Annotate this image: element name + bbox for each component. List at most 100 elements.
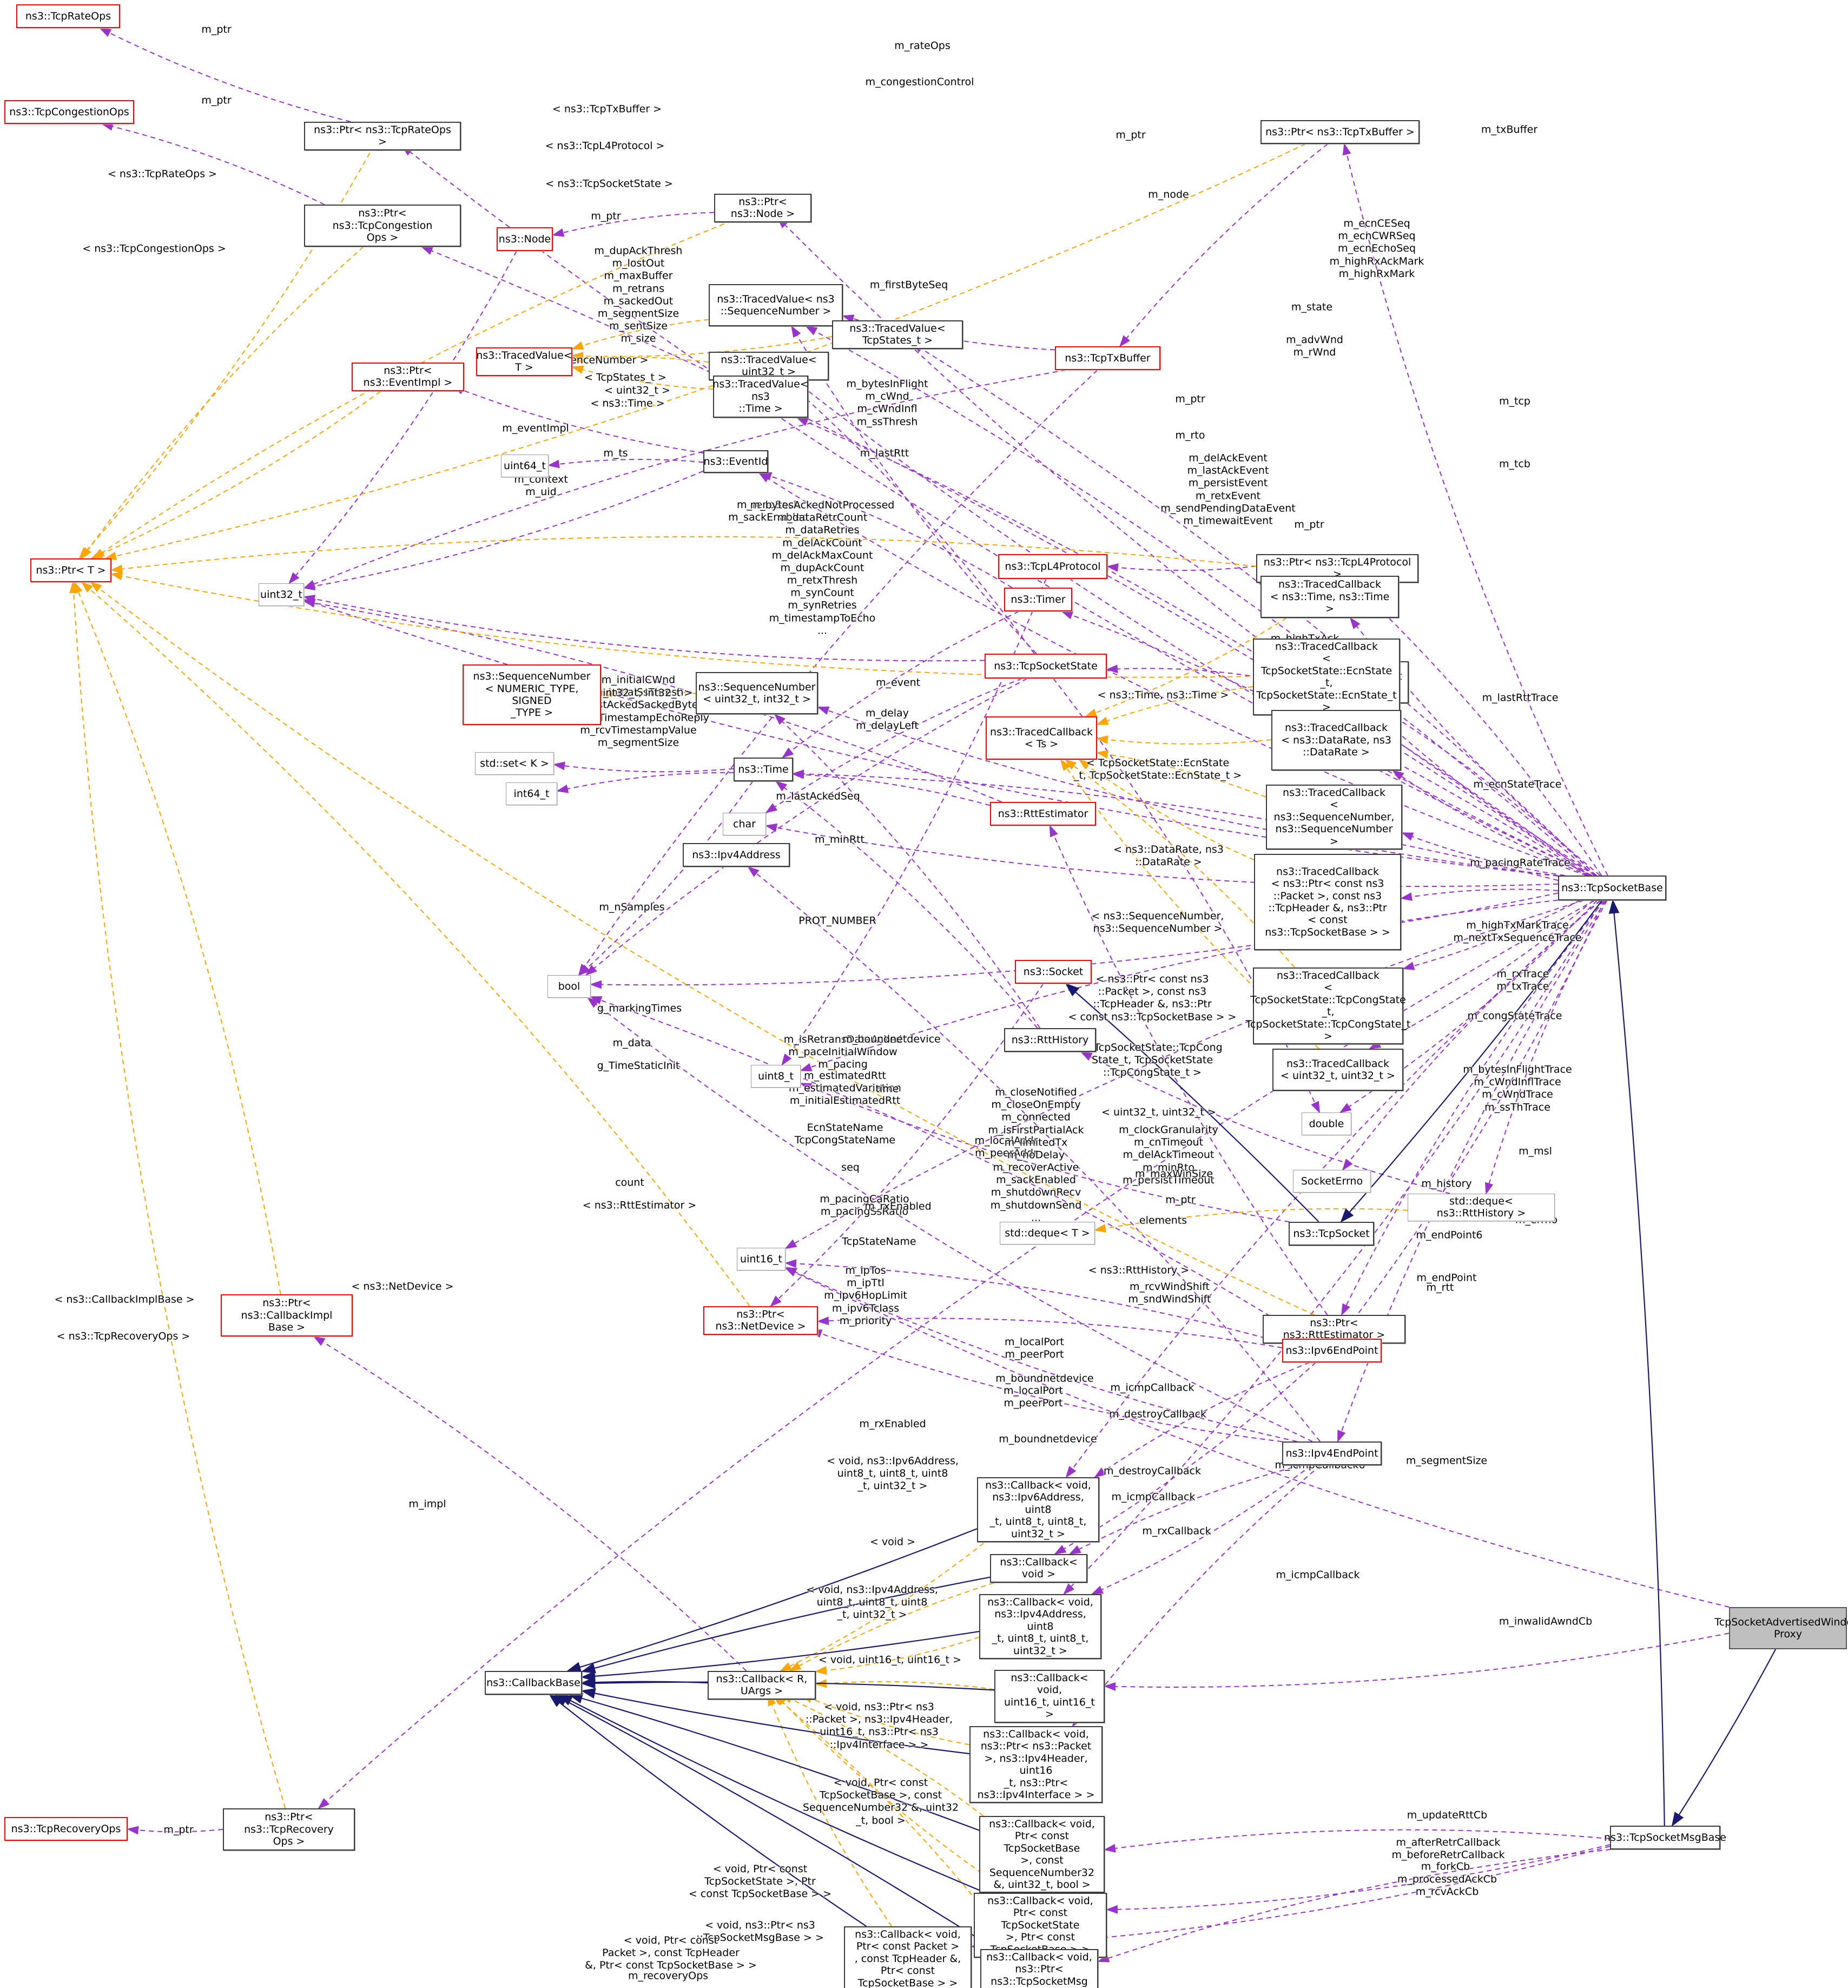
edge-label: < uint32_t, uint32_t > <box>1101 1106 1216 1118</box>
class-box-dbl[interactable]: double <box>1302 1113 1351 1135</box>
edge-label: < ns3::Ptr< const ns3 ::Packet >, const … <box>1068 973 1237 1023</box>
class-box-tv_states[interactable]: ns3::TracedValue< TcpStates_t > <box>832 320 963 349</box>
edge-label: < void, Ptr< const TcpSocketBase >, cons… <box>802 1776 959 1827</box>
class-box-tv_time[interactable]: ns3::TracedValue< ns3 ::Time > <box>712 376 809 418</box>
class-box-tcbk_u32[interactable]: ns3::TracedCallback < uint32_t, uint32_t… <box>1272 1049 1403 1091</box>
class-box-cb_void[interactable]: ns3::Callback< void > <box>990 1554 1087 1583</box>
class-box-cb_ipv6[interactable]: ns3::Callback< void, ns3::Ipv6Address, u… <box>977 1477 1099 1543</box>
class-box-tcpsocketbase[interactable]: ns3::TcpSocketBase <box>1558 875 1666 900</box>
edge-ptr_cbimpl-to-ptr_t <box>74 581 281 1295</box>
edge-label: m_ipTos m_ipTtl m_ipv6HopLimit m_ipv6Tcl… <box>824 1265 907 1327</box>
class-box-tcp_rate_ops[interactable]: ns3::TcpRateOps <box>16 4 120 28</box>
class-box-tcbk_time[interactable]: ns3::TracedCallback < ns3::Time, ns3::Ti… <box>1260 576 1399 618</box>
class-box-time[interactable]: ns3::Time <box>734 758 793 781</box>
class-box-cb_ipv4[interactable]: ns3::Callback< void, ns3::Ipv4Address, u… <box>979 1594 1101 1660</box>
class-box-u64[interactable]: uint64_t <box>501 455 549 477</box>
class-box-cb_msg[interactable]: ns3::Callback< void, ns3::Ptr< ns3::TcpS… <box>980 1949 1098 1988</box>
class-box-set_k[interactable]: std::set< K > <box>475 752 554 775</box>
class-box-tss[interactable]: ns3::TcpSocketState <box>985 654 1107 679</box>
class-box-cb_pkt_hdr[interactable]: ns3::Callback< void, Ptr< const Packet >… <box>844 1926 972 1988</box>
class-box-ipv4addr[interactable]: ns3::Ipv4Address <box>683 843 790 867</box>
edge-tcpsocket-to-u8 <box>800 1083 1290 1222</box>
class-box-i64[interactable]: int64_t <box>506 782 557 805</box>
edge-ipv4ep-to-cb_pkt_ipv4 <box>1072 1465 1321 1727</box>
class-box-seqnum_u32[interactable]: ns3::SequenceNumber < uint32_t, int32_t … <box>696 672 818 714</box>
class-box-ptr_netdev[interactable]: ns3::Ptr< ns3::NetDevice > <box>703 1306 818 1335</box>
class-box-char[interactable]: char <box>723 813 766 835</box>
edge-tcpsocketbase-to-ptr_txbuf <box>1342 143 1608 876</box>
class-box-tcbk_pkt[interactable]: ns3::TracedCallback < ns3::Ptr< const ns… <box>1254 854 1401 950</box>
edge-label: m_boundnetdevice <box>999 1433 1097 1445</box>
class-box-tsawp[interactable]: TcpSocketAdvertisedWindow Proxy <box>1714 1607 1848 1649</box>
class-box-tcp_recovery_ops[interactable]: ns3::TcpRecoveryOps <box>4 1817 128 1841</box>
edge-label: < TcpStates_t > <box>584 371 666 384</box>
edge-tcpsocketbase-to-tcbk_u32 <box>1369 900 1594 1049</box>
class-box-rtte[interactable]: ns3::RttEstimator <box>990 802 1096 826</box>
class-box-tcp_congestion_ops[interactable]: ns3::TcpCongestionOps <box>4 100 134 124</box>
class-box-ptr_t[interactable]: ns3::Ptr< T > <box>30 558 111 582</box>
edge-label: m_impl <box>408 1498 446 1510</box>
edge-label: m_ptr <box>163 1824 194 1836</box>
class-box-ptr_cbimpl[interactable]: ns3::Ptr< ns3::CallbackImpl Base > <box>221 1294 353 1337</box>
edge-label: TcpStateName <box>842 1235 916 1248</box>
class-box-eventid[interactable]: ns3::EventId <box>703 450 768 473</box>
edge-tcpsocketbase-to-ptr_l4 <box>1347 577 1602 876</box>
class-box-ptr_rate[interactable]: ns3::Ptr< ns3::TcpRateOps > <box>304 122 461 150</box>
class-box-sockerrno[interactable]: SocketErrno <box>1293 1170 1371 1193</box>
edge-label: PROT_NUMBER <box>798 914 876 927</box>
class-box-deque_rtth[interactable]: std::deque< ns3::RttHistory > <box>1408 1194 1555 1221</box>
class-box-cbbase[interactable]: ns3::CallbackBase <box>485 1671 582 1695</box>
class-box-ipv4ep[interactable]: ns3::Ipv4EndPoint <box>1282 1441 1382 1465</box>
edge-label: m_maxWinSize <box>1134 1168 1213 1180</box>
class-box-tcb_ts[interactable]: ns3::TracedCallback < Ts > <box>986 716 1097 760</box>
edge-ptr_netdev-to-ptr_t <box>81 581 750 1307</box>
edge-label: < void, ns3::Ipv4Address, uint8_t, uint8… <box>806 1584 938 1621</box>
class-box-ptr_eventimpl[interactable]: ns3::Ptr< ns3::EventImpl > <box>352 363 464 391</box>
class-box-u32[interactable]: uint32_t <box>259 583 304 606</box>
class-box-tcpl4[interactable]: ns3::TcpL4Protocol <box>998 554 1107 579</box>
class-box-cb_state[interactable]: ns3::Callback< void, Ptr< const TcpSocke… <box>974 1893 1107 1958</box>
class-box-cb_sack[interactable]: ns3::Callback< void, Ptr< const TcpSocke… <box>979 1816 1105 1893</box>
class-box-ptr_txbuf[interactable]: ns3::Ptr< ns3::TcpTxBuffer > <box>1260 120 1420 144</box>
class-box-u16[interactable]: uint16_t <box>737 1248 786 1271</box>
edge-label: m_closeNotified m_closeOnEmpty m_connect… <box>988 1086 1084 1224</box>
edge-label: m_rtt <box>1426 1281 1454 1294</box>
class-box-bool[interactable]: bool <box>547 975 591 998</box>
class-box-tcbk_ecn[interactable]: ns3::TracedCallback < TcpSocketState::Ec… <box>1253 638 1400 716</box>
class-box-ptr_recovery[interactable]: ns3::Ptr< ns3::TcpRecovery Ops > <box>223 1808 355 1851</box>
class-box-tv_t[interactable]: ns3::TracedValue< T > <box>476 347 572 376</box>
class-box-tcpsocket[interactable]: ns3::TcpSocket <box>1289 1222 1374 1246</box>
edge-cb_ipv6-to-cb_ruargs <box>779 1537 991 1671</box>
edge-ipv6ep-to-bool <box>590 996 1308 1339</box>
class-box-cb_pkt_ipv4[interactable]: ns3::Callback< void, ns3::Ptr< ns3::Pack… <box>969 1726 1103 1803</box>
class-box-node[interactable]: ns3::Node <box>497 227 553 251</box>
edge-cb_ruargs-to-ptr_cbimpl <box>313 1335 747 1671</box>
class-box-rtth[interactable]: ns3::RttHistory <box>1004 1028 1096 1052</box>
edge-label: m_nSamples <box>599 901 665 913</box>
edge-tv_states-to-tv_t <box>571 335 833 361</box>
edge-label: seq <box>841 1161 860 1174</box>
class-box-tv_seqnum[interactable]: ns3::TracedValue< ns3 ::SequenceNumber > <box>709 284 843 326</box>
class-box-ptr_node[interactable]: ns3::Ptr< ns3::Node > <box>714 194 811 222</box>
edge-tcpsocket-to-socket <box>1065 983 1319 1222</box>
class-box-timer[interactable]: ns3::Timer <box>1004 588 1072 611</box>
class-box-socket[interactable]: ns3::Socket <box>1015 960 1092 984</box>
class-box-tcbk_seq[interactable]: ns3::TracedCallback < ns3::SequenceNumbe… <box>1266 785 1402 850</box>
class-box-tcp_txbuffer[interactable]: ns3::TcpTxBuffer <box>1055 346 1160 370</box>
edge-node-to-u32 <box>288 251 517 584</box>
class-box-u8[interactable]: uint8_t <box>751 1065 801 1088</box>
edge-label: m_destroyCallback <box>1109 1408 1206 1420</box>
class-box-deque_t[interactable]: std::deque< T > <box>1000 1222 1095 1245</box>
class-box-tcbk_cong[interactable]: ns3::TracedCallback < TcpSocketState::Tc… <box>1246 967 1410 1045</box>
edge-label: m_ptr <box>1175 393 1205 405</box>
class-box-cb_u16[interactable]: ns3::Callback< void, uint16_t, uint16_t … <box>994 1670 1105 1723</box>
class-box-tcbk_rate[interactable]: ns3::TracedCallback < ns3::DataRate, ns3… <box>1271 710 1401 771</box>
class-box-seqnum_generic[interactable]: ns3::SequenceNumber < NUMERIC_TYPE, SIGN… <box>463 664 601 725</box>
class-box-cb_ruargs[interactable]: ns3::Callback< R, UArgs > <box>708 1671 816 1700</box>
edge-eventid-to-u64 <box>547 459 704 469</box>
edge-tss-to-u32 <box>303 595 985 662</box>
class-box-tcpsmb[interactable]: ns3::TcpSocketMsgBase <box>1604 1826 1726 1849</box>
class-box-ptr_cong[interactable]: ns3::Ptr< ns3::TcpCongestion Ops > <box>304 205 461 247</box>
class-box-ipv6ep[interactable]: ns3::Ipv6EndPoint <box>1282 1339 1382 1362</box>
edge-ipv4ep-to-cb_void <box>1068 1465 1301 1555</box>
